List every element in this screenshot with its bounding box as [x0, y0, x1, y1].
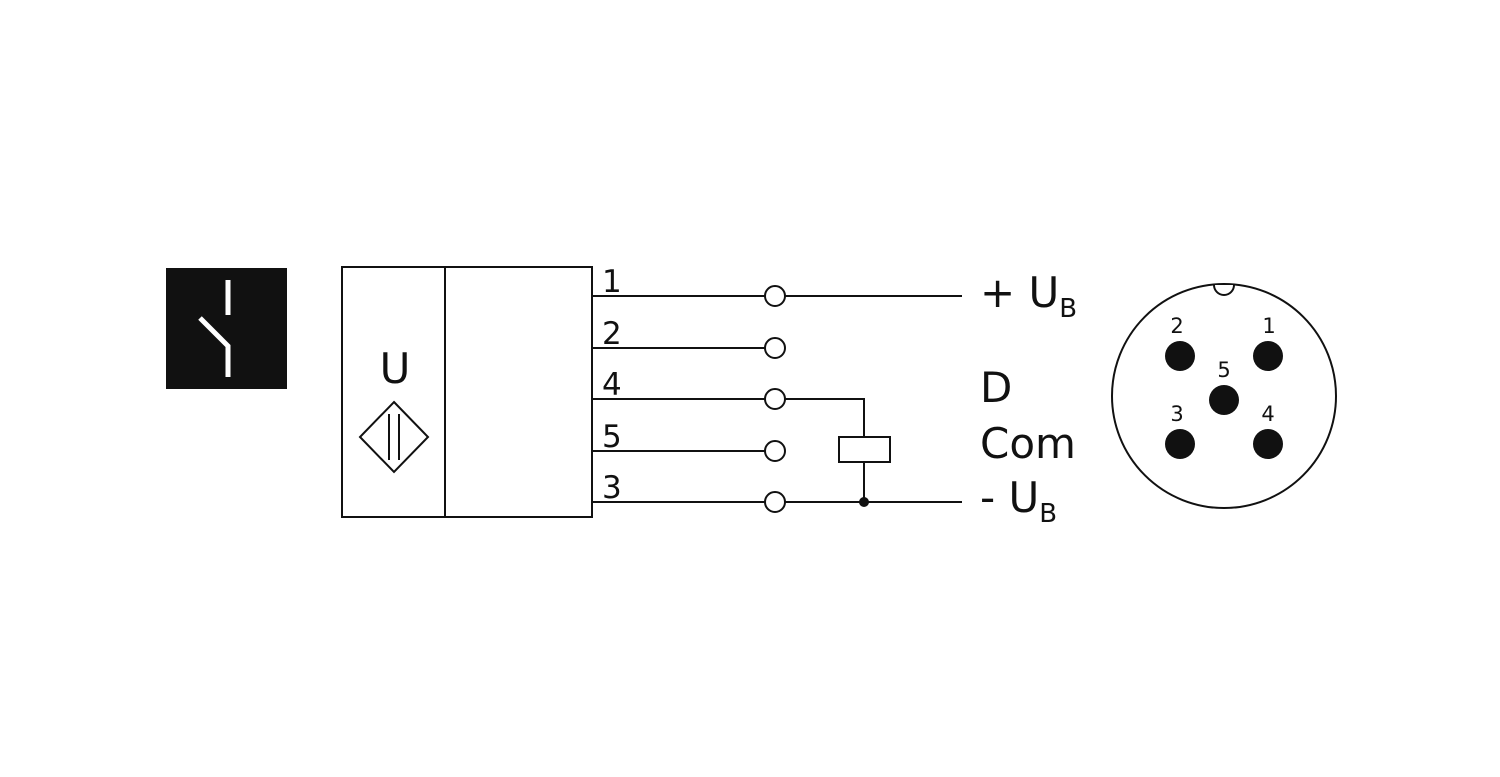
- wire-4: [592, 388, 865, 437]
- terminal-3: [764, 491, 786, 513]
- connector-pin-label: 3: [1170, 402, 1183, 426]
- wire-pin-label: 2: [602, 316, 622, 352]
- wire-pin-label: 3: [602, 470, 622, 506]
- wire-pin-label: 1: [602, 264, 622, 300]
- wire-1: [592, 285, 962, 307]
- connector-pin-label: 5: [1217, 358, 1230, 382]
- sensor-body: [341, 266, 593, 518]
- wire-5: [592, 440, 786, 462]
- junction-dot: [859, 497, 869, 507]
- terminal-1: [764, 285, 786, 307]
- connector-pin-label: 1: [1262, 314, 1275, 338]
- connector-pin-2: [1165, 341, 1195, 371]
- connector-pin-5: [1209, 385, 1239, 415]
- com-output-label: Com: [980, 419, 1076, 468]
- sensor-type-label: U: [380, 344, 411, 393]
- wire-2: [592, 337, 786, 359]
- wire-pin-label: 5: [602, 419, 622, 455]
- minus-supply-label: - UB: [980, 473, 1057, 529]
- terminal-2: [764, 337, 786, 359]
- connector-pin-3: [1165, 429, 1195, 459]
- d-output-label: D: [980, 363, 1012, 412]
- connector-pin-4: [1253, 429, 1283, 459]
- terminal-5: [764, 440, 786, 462]
- plus-supply-label: + UB: [980, 268, 1077, 324]
- connector-pin-label: 2: [1170, 314, 1183, 338]
- relay-load-icon: [838, 436, 891, 507]
- ultrasonic-sensor-icon: [358, 400, 430, 474]
- connector-pin-label: 4: [1261, 402, 1274, 426]
- connector-pin-1: [1253, 341, 1283, 371]
- wire-pin-label: 4: [602, 367, 622, 403]
- normally-closed-contact-icon: [166, 268, 287, 389]
- wire-3: [592, 491, 962, 513]
- terminal-4: [764, 388, 786, 410]
- connector-key-notch: [1213, 284, 1235, 296]
- m12-connector-face-icon: [1111, 283, 1337, 509]
